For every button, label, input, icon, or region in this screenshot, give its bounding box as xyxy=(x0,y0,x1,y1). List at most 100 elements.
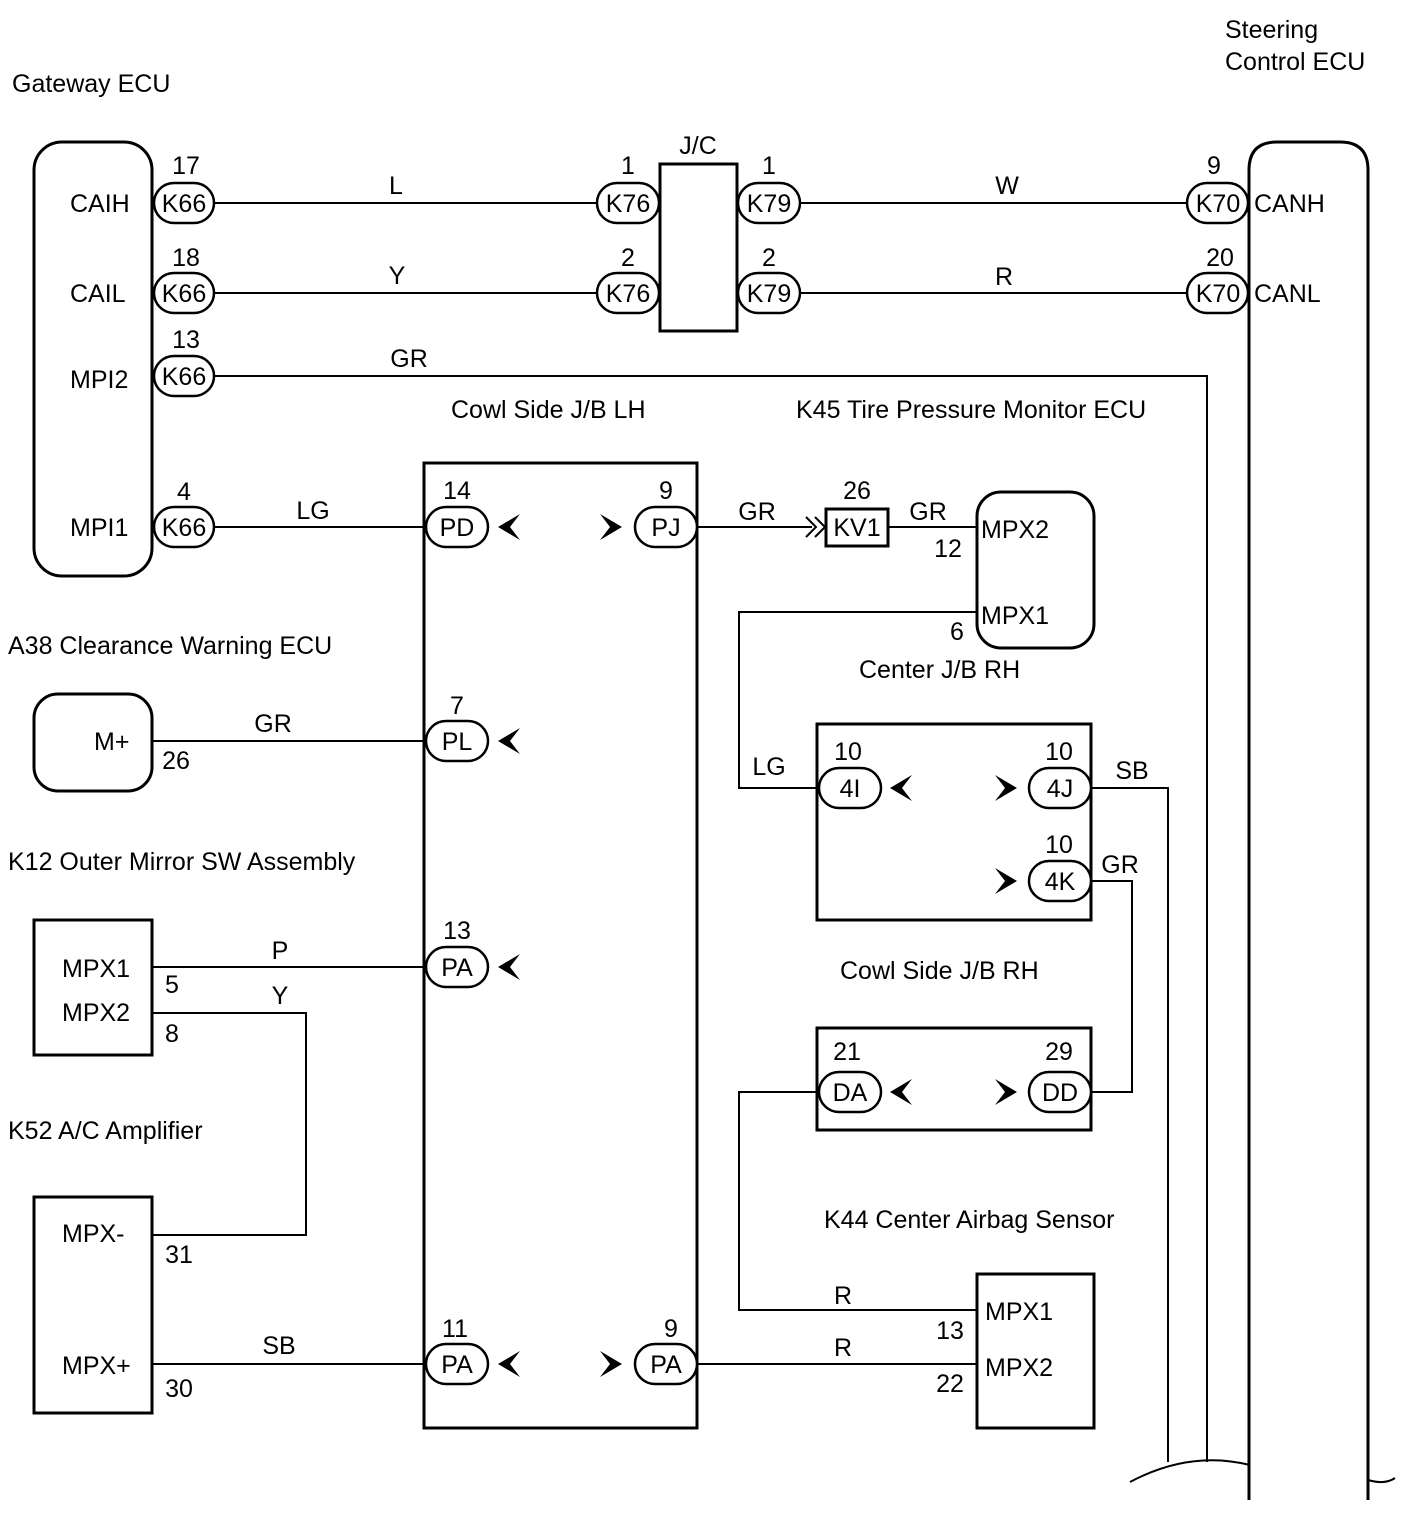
pin-number: 22 xyxy=(936,1370,964,1398)
pin-name: M+ xyxy=(94,728,129,756)
svg-text:K66: K66 xyxy=(162,514,206,542)
pin-name: MPI1 xyxy=(70,514,128,542)
pin-number: 30 xyxy=(165,1375,193,1403)
title-k45: K45 Tire Pressure Monitor ECU xyxy=(796,396,1146,424)
wire-color-label: GR xyxy=(254,710,292,738)
wire-color-label: W xyxy=(995,172,1019,200)
pin-name: MPX+ xyxy=(62,1352,131,1380)
k12-box xyxy=(32,918,154,1057)
pin-number: 14 xyxy=(443,477,471,505)
pin-name: MPX1 xyxy=(981,602,1049,630)
wire-k45-4i xyxy=(738,611,977,789)
wire-mpi2 xyxy=(215,375,1208,1462)
arrow-pj xyxy=(600,514,622,540)
title-gateway-ecu: Gateway ECU xyxy=(12,70,170,98)
pin-number: 10 xyxy=(1045,831,1073,859)
pin-number: 31 xyxy=(165,1241,193,1269)
connectors: K66 K66 K66 K66 K76 K76 K79 K79 K70 K70 … xyxy=(152,181,1250,1386)
svg-text:K79: K79 xyxy=(747,280,791,308)
wire-color-label: R xyxy=(834,1282,852,1310)
wire-color-label: GR xyxy=(1101,851,1139,879)
pin-number: 2 xyxy=(762,244,776,272)
svg-text:KV1: KV1 xyxy=(833,514,880,542)
connector-pl: PL xyxy=(424,719,490,763)
k44-box xyxy=(975,1272,1096,1430)
pin-number: 11 xyxy=(442,1315,468,1343)
svg-text:PA: PA xyxy=(441,1351,473,1379)
pin-number: 12 xyxy=(934,535,962,563)
pin-number: 9 xyxy=(664,1315,678,1343)
svg-text:DA: DA xyxy=(833,1079,868,1107)
pin-name: MPI2 xyxy=(70,366,128,394)
pin-number: 26 xyxy=(843,477,871,505)
wire-color-label: P xyxy=(272,937,289,965)
title-cowl-rh: Cowl Side J/B RH xyxy=(840,957,1039,985)
wire-color-label: R xyxy=(995,263,1013,291)
connector-pa13: PA xyxy=(424,945,490,989)
arrow-4i xyxy=(890,775,912,801)
title-center-rh: Center J/B RH xyxy=(859,656,1020,684)
wire-color-label: GR xyxy=(909,498,947,526)
break-curve xyxy=(1129,1459,1251,1483)
pin-number: 9 xyxy=(659,477,673,505)
title-steering-line2: Control ECU xyxy=(1225,48,1365,76)
pin-name: MPX2 xyxy=(981,516,1049,544)
pin-number: 20 xyxy=(1206,244,1234,272)
pin-number: 2 xyxy=(621,244,635,272)
connector-4i: 4I xyxy=(817,766,883,810)
a38-box xyxy=(32,692,154,793)
title-k12: K12 Outer Mirror SW Assembly xyxy=(8,848,356,876)
pin-number: 21 xyxy=(833,1038,861,1066)
arrow-pa11 xyxy=(498,1351,520,1377)
arrow-da xyxy=(890,1079,912,1105)
pin-number: 18 xyxy=(172,244,200,272)
svg-text:PA: PA xyxy=(441,954,473,982)
pin-number: 5 xyxy=(165,971,179,999)
pin-number: 13 xyxy=(936,1317,964,1345)
arrow-dd xyxy=(995,1079,1017,1105)
connector-pa9: PA xyxy=(633,1342,699,1386)
svg-text:4K: 4K xyxy=(1045,868,1076,896)
pin-number: 10 xyxy=(834,738,862,766)
connector-k70b: K70 xyxy=(1185,271,1250,315)
wire-4k-dd xyxy=(1091,880,1133,1093)
title-steering-line1: Steering xyxy=(1225,16,1318,44)
arrow-pa9 xyxy=(600,1351,622,1377)
svg-text:K79: K79 xyxy=(747,190,791,218)
k45-box xyxy=(975,490,1096,650)
pin-name: MPX2 xyxy=(985,1354,1053,1382)
title-k52: K52 A/C Amplifier xyxy=(8,1117,203,1145)
svg-text:DD: DD xyxy=(1042,1079,1078,1107)
wire-color-label: SB xyxy=(1115,757,1148,785)
wire-color-label: SB xyxy=(262,1332,295,1360)
wire-4j-sb xyxy=(1091,787,1169,1462)
pin-number: 1 xyxy=(621,152,635,180)
arrow-4k xyxy=(995,868,1017,894)
pin-number: 4 xyxy=(177,478,191,506)
connector-arrows xyxy=(498,514,1017,1377)
pin-name: CANL xyxy=(1254,280,1321,308)
pin-name: CAIL xyxy=(70,280,126,308)
title-a38: A38 Clearance Warning ECU xyxy=(8,632,332,660)
component-titles: Gateway ECU Steering Control ECU J/C Cow… xyxy=(8,16,1365,1234)
svg-text:K70: K70 xyxy=(1196,190,1240,218)
svg-text:K70: K70 xyxy=(1196,280,1240,308)
svg-text:PL: PL xyxy=(442,728,473,756)
wire-color-label: GR xyxy=(738,498,776,526)
svg-text:K76: K76 xyxy=(606,280,650,308)
pin-name: CANH xyxy=(1254,190,1325,218)
cowl-lh-box xyxy=(422,461,699,1430)
connector-4k: 4K xyxy=(1027,859,1093,903)
wire-k12-k52 xyxy=(152,1012,307,1236)
wire-color-label: Y xyxy=(272,982,289,1010)
pin-numbers: 17 18 13 4 1 2 1 2 9 20 14 9 7 13 11 9 2… xyxy=(162,152,1234,1403)
wire-color-label: R xyxy=(834,1334,852,1362)
arrow-4j xyxy=(995,775,1017,801)
connector-pd: PD xyxy=(424,505,490,549)
connector-pa11: PA xyxy=(424,1342,490,1386)
connector-pj: PJ xyxy=(633,505,699,549)
pin-number: 26 xyxy=(162,747,190,775)
pin-name: MPX- xyxy=(62,1220,125,1248)
gateway-ecu-box xyxy=(32,140,154,578)
pin-name: MPX1 xyxy=(985,1298,1053,1326)
